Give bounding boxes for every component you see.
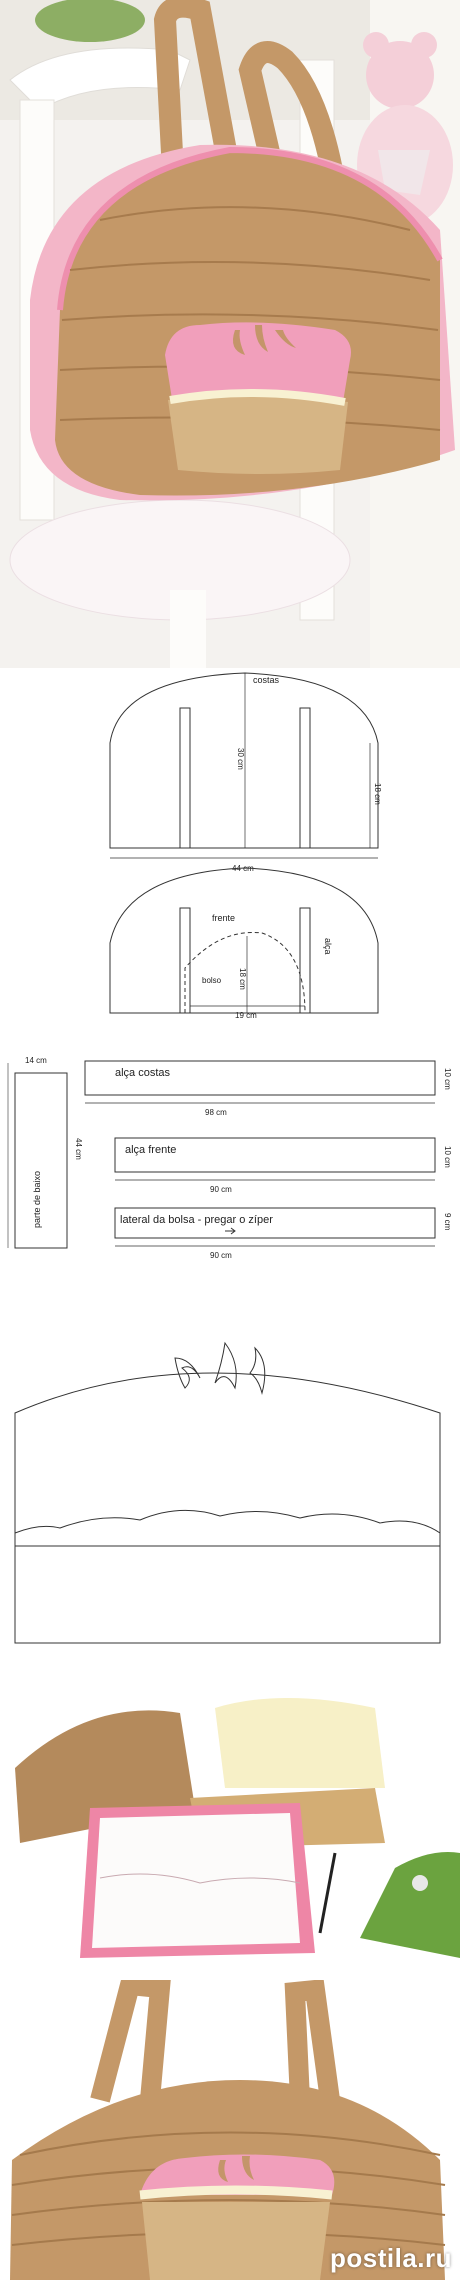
lateral-label: lateral da bolsa - pregar o zíper	[120, 1214, 273, 1226]
parte-baixo-height-label: 44 cm	[74, 1138, 83, 1160]
costas-side-label: 18 cm	[373, 783, 382, 805]
bag-photo-illustration	[0, 0, 460, 668]
photo-assembled-bag: postila.ru	[0, 1980, 460, 2280]
frente-strap-label: alça	[323, 938, 333, 955]
pocket-width-label: 19 cm	[235, 1011, 257, 1020]
costas-piece: costas 30 cm 18 cm 44 cm	[109, 672, 382, 873]
parte-baixo-width-label: 14 cm	[25, 1056, 47, 1065]
photo-finished-bag	[0, 0, 460, 668]
pocket-label: bolso	[202, 976, 222, 985]
alca-costas-piece: alça costas 98 cm 10 cm	[84, 1060, 452, 1117]
parte-baixo-piece: 14 cm 44 cm parte de baixo	[7, 1056, 83, 1249]
lateral-height-label: 9 cm	[443, 1213, 452, 1231]
photo-cut-fabrics	[0, 1668, 460, 1980]
alca-frente-height-label: 10 cm	[443, 1146, 452, 1168]
lateral-piece: lateral da bolsa - pregar o zíper 90 cm …	[114, 1207, 452, 1260]
alca-costas-label: alça costas	[115, 1067, 171, 1079]
assembled-bag-illustration	[0, 1980, 460, 2280]
parte-baixo-label: parte de baixo	[32, 1171, 42, 1228]
costas-label: costas	[253, 675, 280, 685]
pocket-height-label: 18 cm	[238, 968, 247, 990]
frente-label: frente	[212, 913, 235, 923]
alca-frente-width-label: 90 cm	[210, 1185, 232, 1194]
cupcake-template-svg	[14, 1341, 441, 1644]
costas-height-label: 30 cm	[236, 748, 245, 770]
pattern-svg: costas 30 cm 18 cm 44 cm frente alça bol…	[7, 672, 452, 1260]
cupcake-template	[0, 1328, 460, 1668]
alca-frente-piece: alça frente 90 cm 10 cm	[114, 1137, 452, 1194]
watermark: postila.ru	[329, 2243, 452, 2273]
alca-costas-height-label: 10 cm	[443, 1068, 452, 1090]
alca-frente-label: alça frente	[125, 1144, 176, 1156]
fabrics-photo-illustration	[0, 1668, 460, 1980]
alca-costas-width-label: 98 cm	[205, 1108, 227, 1117]
pattern-pieces-diagram: costas 30 cm 18 cm 44 cm frente alça bol…	[0, 668, 460, 1328]
lateral-width-label: 90 cm	[210, 1251, 232, 1260]
frente-piece: frente alça bolso 18 cm 19 cm	[109, 867, 379, 1020]
